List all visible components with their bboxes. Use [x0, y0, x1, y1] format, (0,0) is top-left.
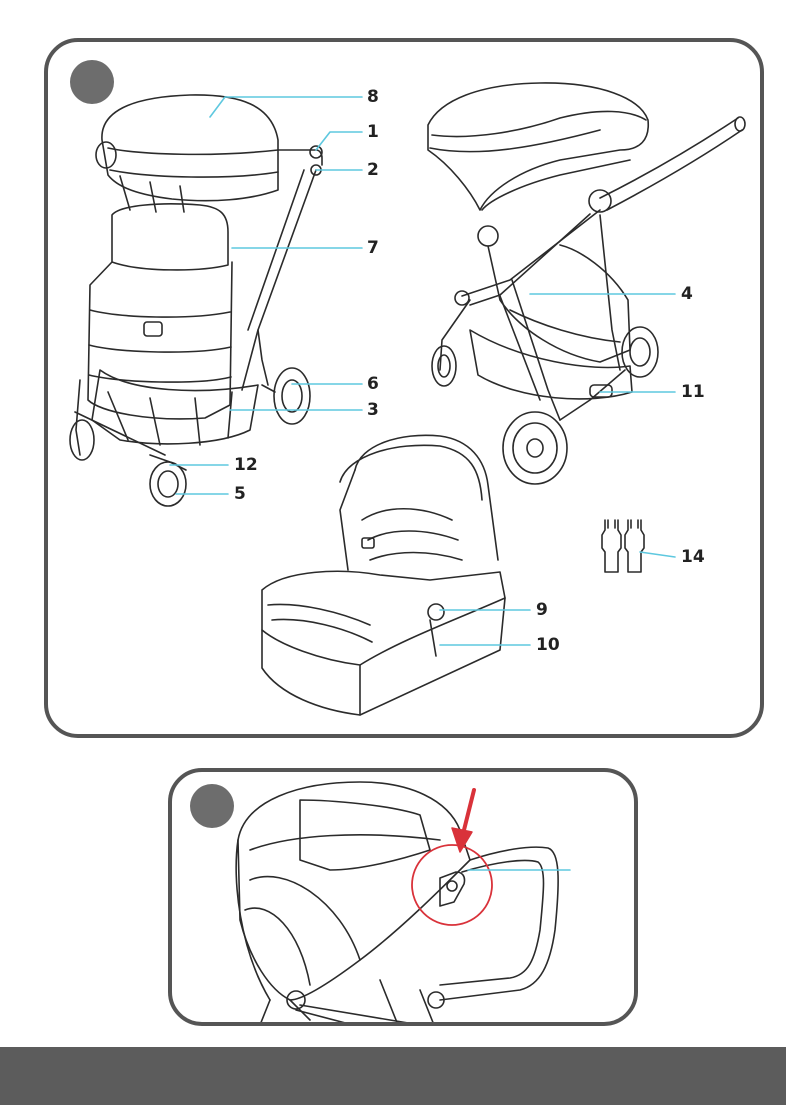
footer-bar — [0, 1047, 786, 1105]
pointer-arrow-icon — [452, 790, 474, 852]
highlight-circle — [412, 845, 492, 925]
